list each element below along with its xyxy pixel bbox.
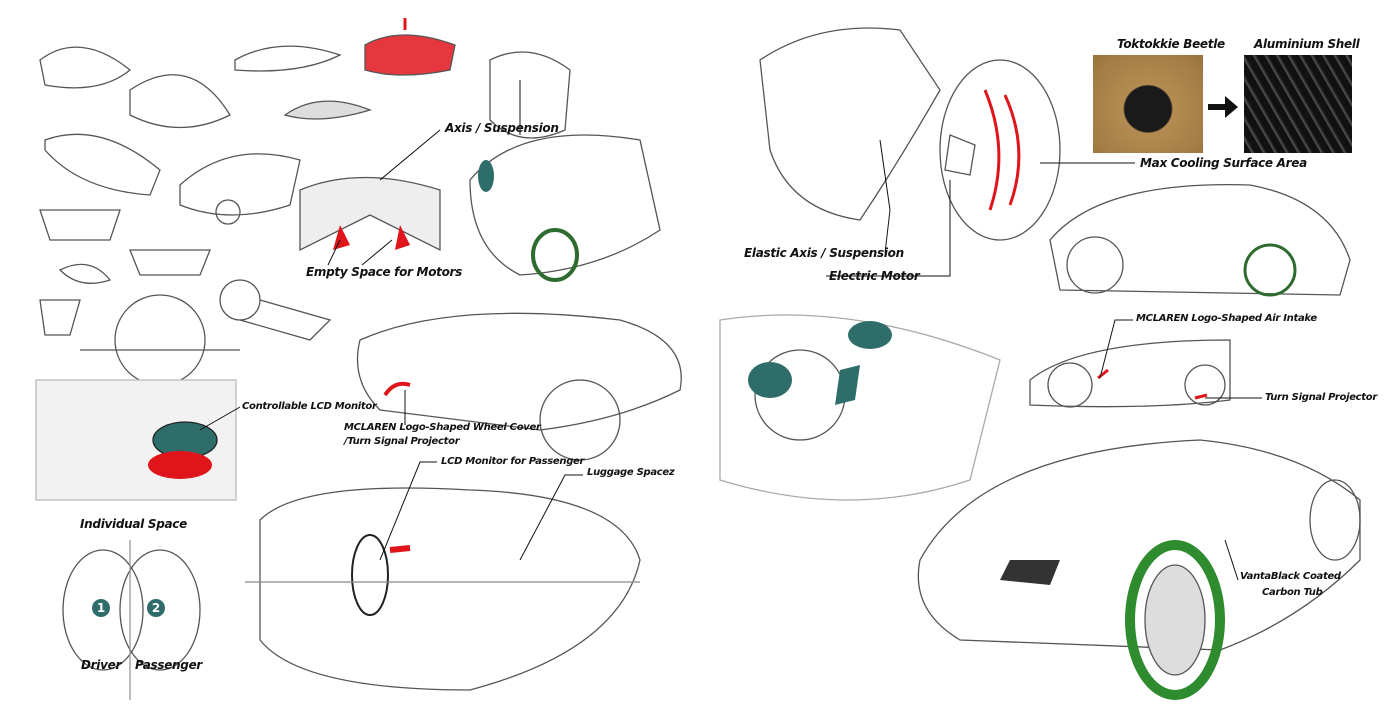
- car-side-right-sketch: [1049, 183, 1351, 297]
- label-max-cooling: Max Cooling Surface Area: [1140, 156, 1307, 170]
- arrow-icon: [1208, 96, 1238, 118]
- label-aluminium-shell: Aluminium Shell: [1254, 37, 1360, 51]
- label-passenger: Passenger: [135, 658, 203, 672]
- label-carbon-tub: Carbon Tub: [1262, 587, 1323, 598]
- leader-lines: [199, 80, 1262, 581]
- seat-badge-1: 1: [92, 599, 110, 617]
- car-small-sketch: [1029, 339, 1231, 408]
- label-controllable-lcd: Controllable LCD Monitor: [242, 401, 377, 412]
- axis-suspension-sketch: [299, 176, 441, 252]
- car-topview-sketch: [245, 487, 641, 691]
- label-empty-space-motors: Empty Space for Motors: [306, 265, 462, 279]
- cockpit-sketch: [35, 379, 237, 501]
- beetle-photo: [1093, 55, 1203, 153]
- label-driver: Driver: [81, 658, 122, 672]
- label-lcd-passenger: LCD Monitor for Passenger: [441, 456, 585, 467]
- label-turn-signal-projector: /Turn Signal Projector: [344, 436, 460, 447]
- label-wheel-cover: MCLAREN Logo-Shaped Wheel Cover: [344, 422, 541, 433]
- car-front-sketch: [469, 134, 661, 282]
- thumbnail-sketches: [39, 18, 571, 386]
- individual-space-sketch: [62, 540, 201, 700]
- label-beetle: Toktokkie Beetle: [1117, 37, 1225, 51]
- label-luggage: Luggage Spacez: [587, 467, 675, 478]
- label-elastic-axis: Elastic Axis / Suspension: [744, 246, 904, 260]
- label-air-intake: MCLAREN Logo-Shaped Air Intake: [1136, 313, 1317, 324]
- wheel-motor-sketch: [759, 27, 1061, 241]
- seat-badge-2: 2: [147, 599, 165, 617]
- car-side-sketch: [356, 312, 682, 461]
- label-electric-motor: Electric Motor: [829, 269, 920, 283]
- aluminium-shell-photo: [1244, 55, 1352, 153]
- interior-sketch: [719, 314, 1001, 501]
- label-vantablack: VantaBlack Coated: [1240, 571, 1341, 582]
- label-turn-signal: Turn Signal Projector: [1265, 392, 1377, 403]
- car-perspective-sketch: [917, 439, 1361, 700]
- label-axis-suspension: Axis / Suspension: [445, 121, 559, 135]
- label-individual-space: Individual Space: [80, 517, 187, 531]
